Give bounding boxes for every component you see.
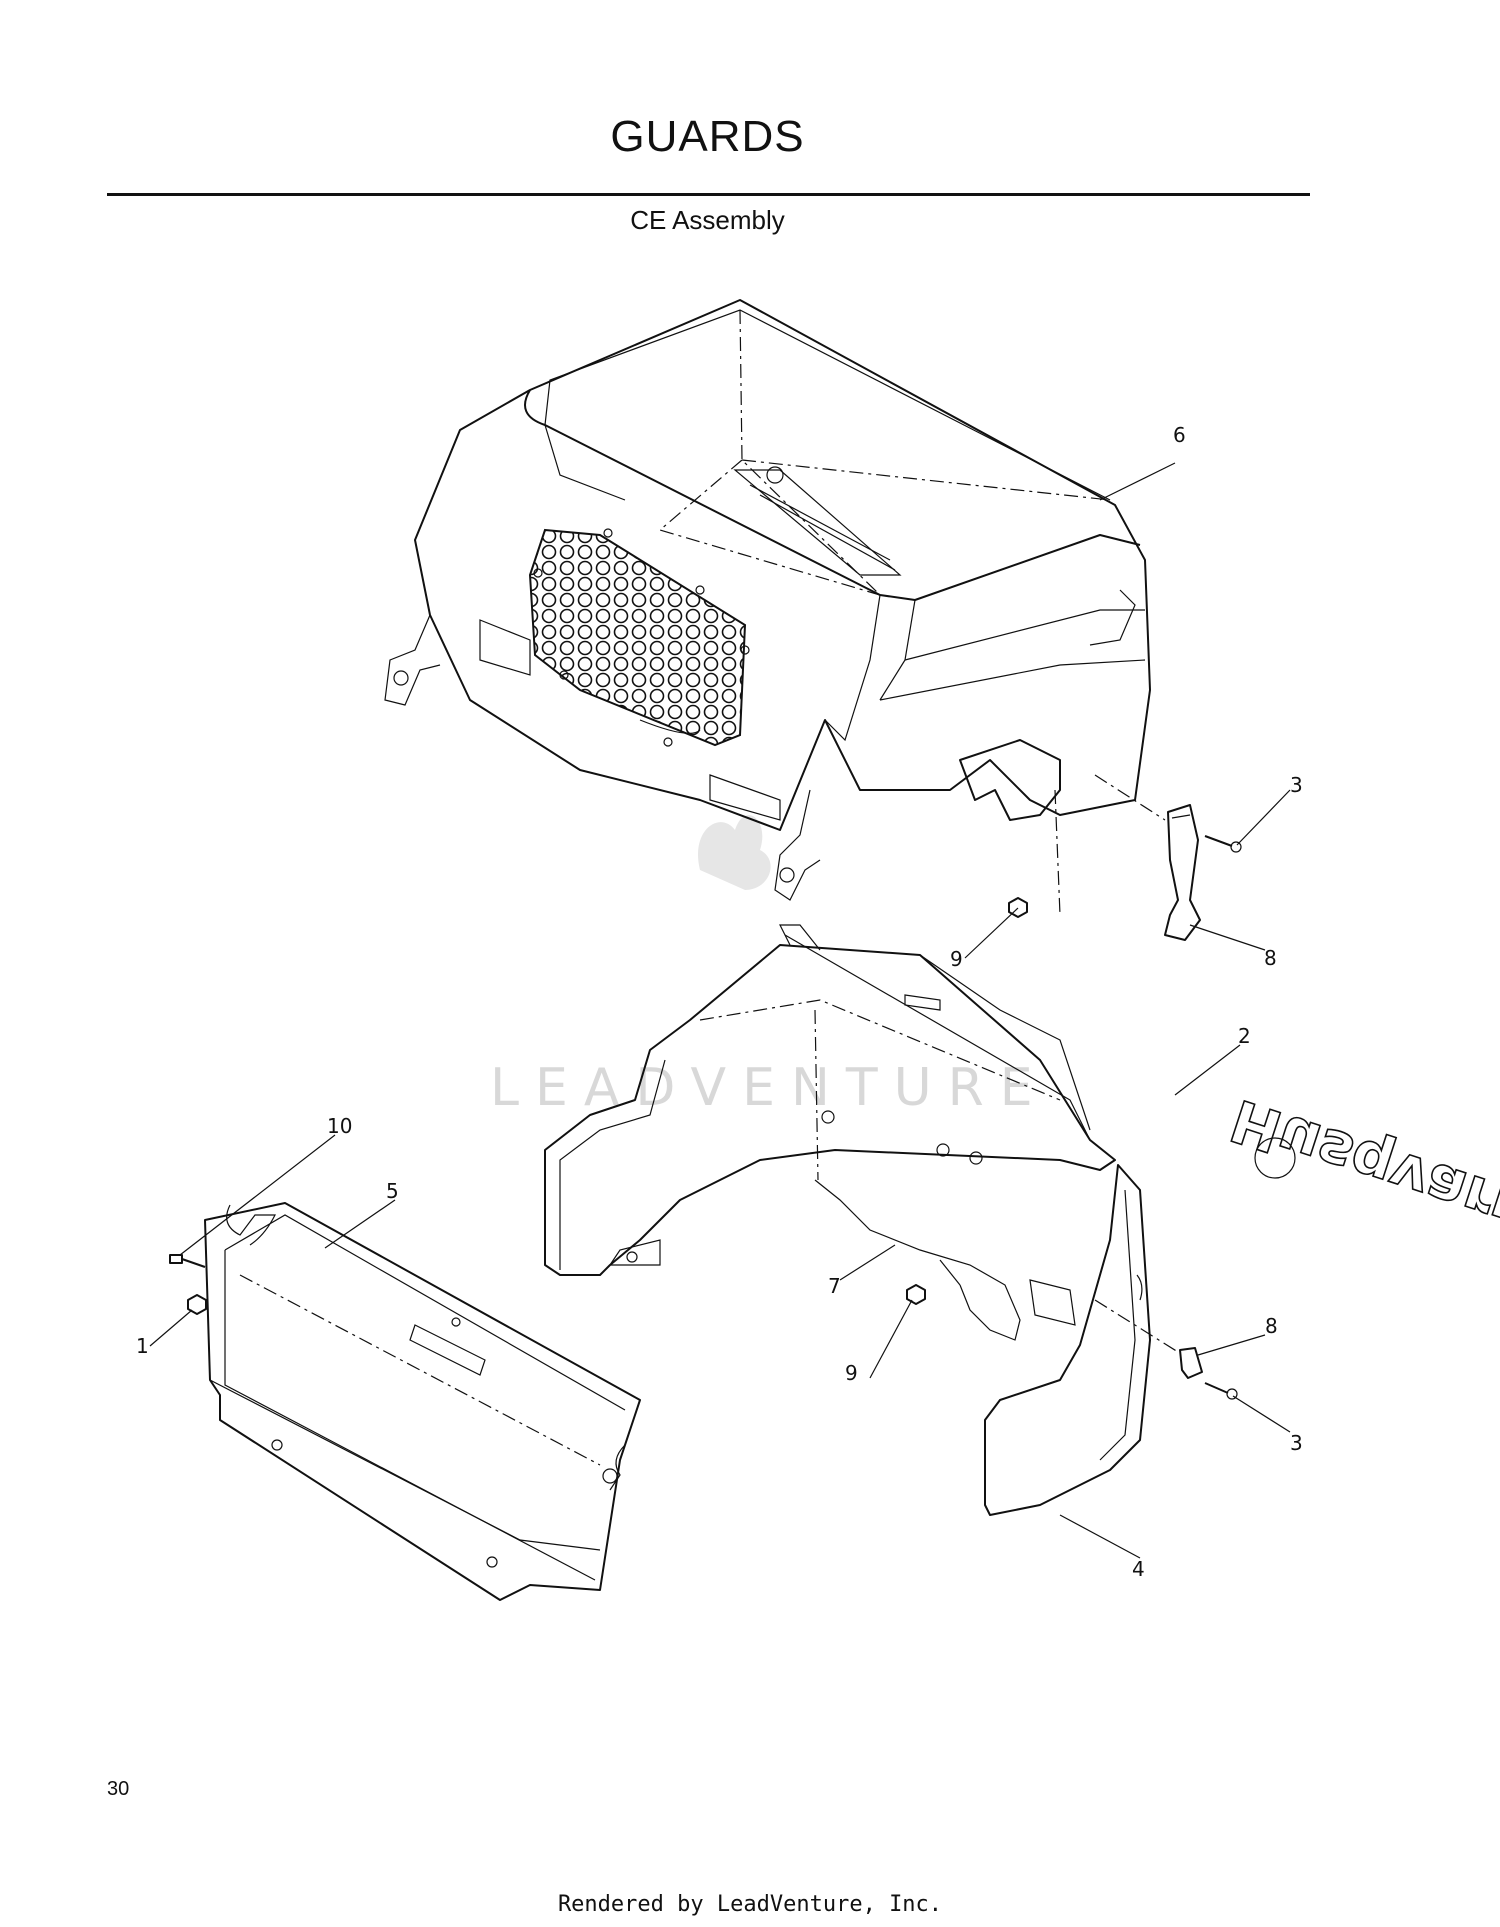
part-8-lower-clip [1179,1347,1203,1379]
callout-4: 4 [1132,1557,1145,1581]
page-subtitle: CE Assembly [630,205,785,235]
part-10-bolt [169,1254,206,1268]
callout-8-upper: 8 [1264,946,1277,970]
title-divider [107,193,1310,196]
part-3-lower-screw [1204,1382,1238,1400]
part-9-upper-nut [1008,897,1028,918]
callout-3-lower: 3 [1290,1431,1303,1455]
part-9-lower-nut [906,1284,926,1305]
callout-8-lower: 8 [1265,1314,1278,1338]
part-8-upper-latch [1164,804,1201,941]
logo-text: Husqvarna [1223,1086,1500,1259]
callout-6: 6 [1173,423,1186,447]
callout-3-upper: 3 [1290,773,1303,797]
part-4-side-guard [984,1164,1151,1516]
part-6-upper-guard [384,299,1151,901]
callout-2: 2 [1238,1024,1251,1048]
husqvarna-logo: Husqvarna [1222,1085,1500,1260]
callout-9-lower: 9 [845,1361,858,1385]
callout-5: 5 [386,1179,399,1203]
watermark: LEADVENTURE [490,815,1049,1118]
part-3-upper-screw [1204,835,1242,853]
page-title: GUARDS [610,112,805,161]
part-5-front-panel [204,1202,641,1601]
watermark-text: LEADVENTURE [490,1058,1049,1118]
part-7-rear-guard [544,924,1116,1341]
callout-labels: 6 3 9 8 2 10 5 7 1 9 8 3 4 [136,423,1303,1581]
page-number: 30 [107,1778,130,1800]
footer-credit: Rendered by LeadVenture, Inc. [557,1892,943,1917]
leader-lines [149,462,1291,1559]
callout-7: 7 [828,1274,841,1298]
part-1-nut [187,1294,207,1315]
callout-9-upper: 9 [950,947,963,971]
callout-1: 1 [136,1334,149,1358]
callout-10: 10 [327,1114,352,1138]
